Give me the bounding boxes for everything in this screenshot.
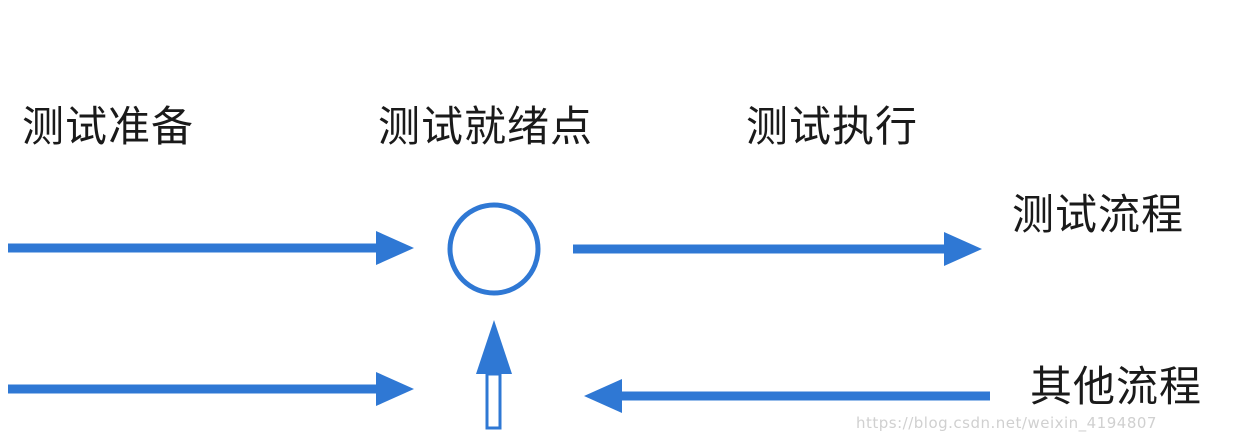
label-test-execution: 测试执行 — [746, 102, 919, 151]
arrow-bottom-left — [8, 372, 414, 406]
arrow-up-to-ready — [476, 320, 512, 430]
arrow-prep-to-ready — [8, 231, 414, 265]
label-test-flow: 测试流程 — [1012, 190, 1185, 239]
label-test-prep: 测试准备 — [22, 102, 195, 151]
label-test-ready-point: 测试就绪点 — [378, 102, 594, 151]
ready-point-circle — [447, 202, 541, 296]
watermark-text: https://blog.csdn.net/weixin_4194807 — [856, 414, 1157, 432]
arrow-ready-to-flow — [573, 232, 982, 266]
arrow-other-flow-left — [584, 379, 990, 413]
label-other-flow: 其他流程 — [1030, 362, 1203, 411]
